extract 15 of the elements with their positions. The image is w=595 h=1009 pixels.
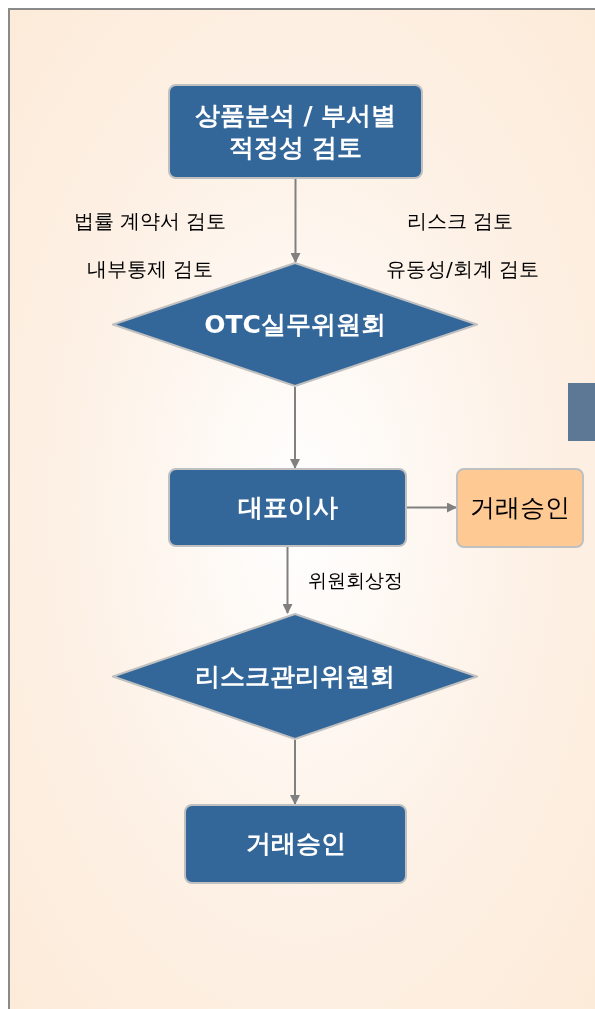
arrow <box>290 178 301 263</box>
process-box: 거래승인 <box>456 468 584 548</box>
arrow <box>282 546 293 614</box>
edge-label: 위원회상정 <box>307 568 403 593</box>
arrow <box>290 386 300 469</box>
note-text: 리스크 검토 <box>405 208 515 235</box>
note-text: 유동성/회계 검토 <box>384 256 541 283</box>
note-text: 내부통제 검토 <box>85 256 215 283</box>
process-box: 상품분석 / 부서별 적정성 검토 <box>168 84 423 179</box>
process-box: 거래승인 <box>184 804 407 884</box>
decision-diamond: 리스크관리위원회 <box>112 613 478 740</box>
process-box: 대표이사 <box>168 468 407 547</box>
arrow <box>406 502 457 513</box>
arrow <box>290 739 300 805</box>
note-text: 법률 계약서 검토 <box>72 208 228 235</box>
